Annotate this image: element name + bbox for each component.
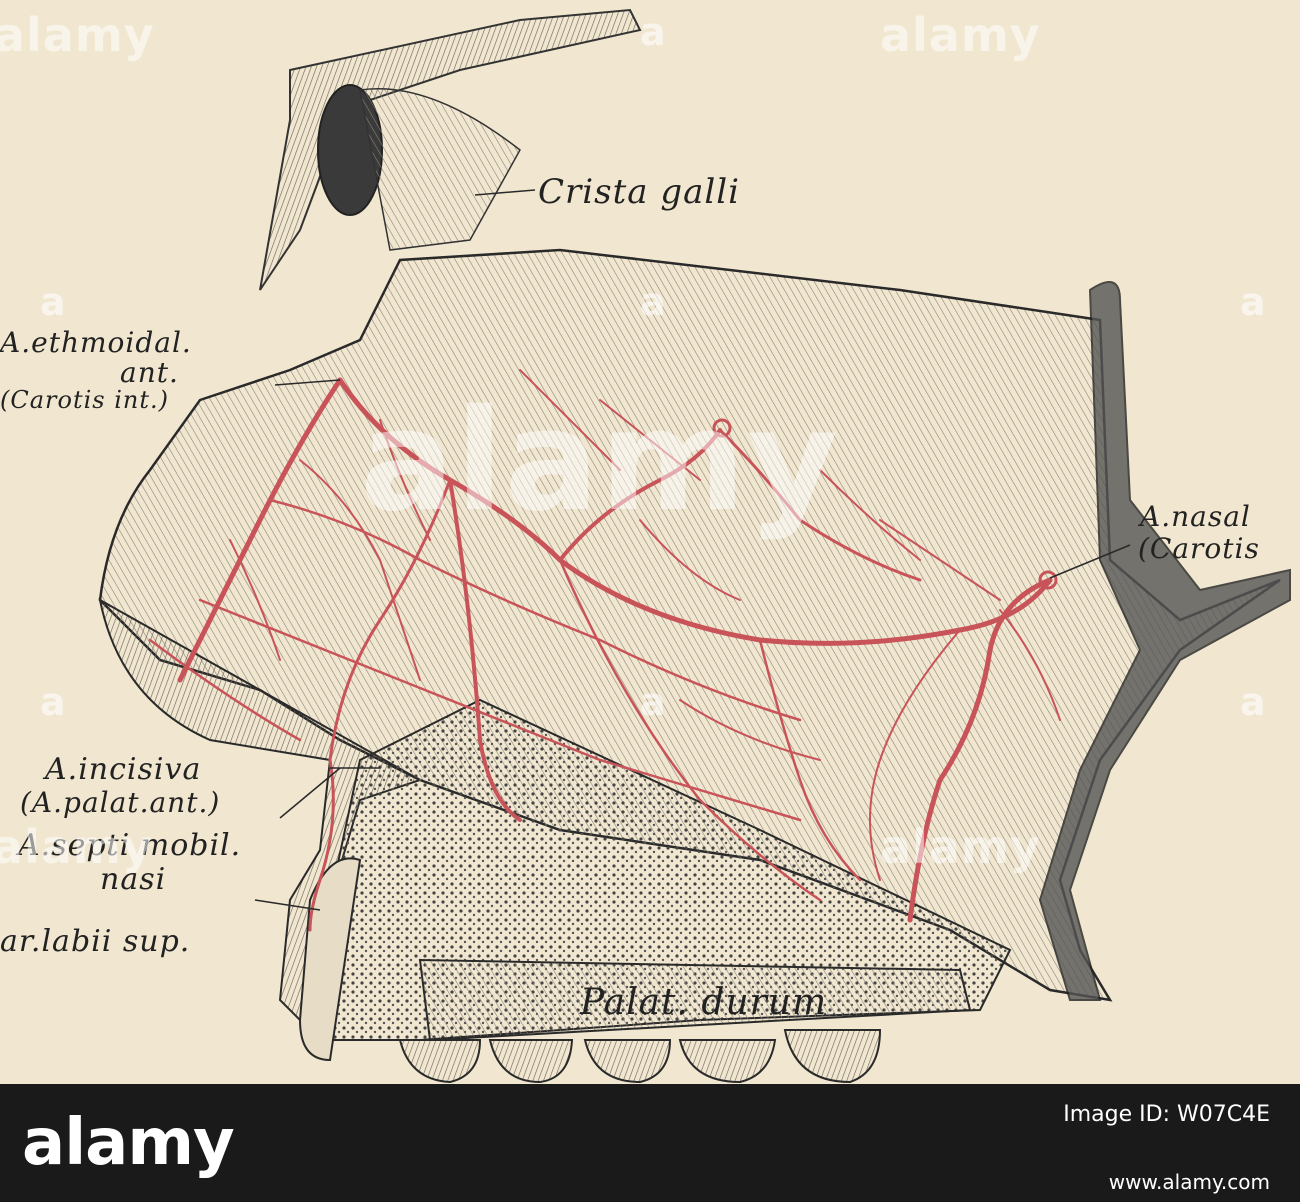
- label-ethmoidal-line3: (Carotis int.): [0, 386, 169, 414]
- leader-lines: [254, 189, 1131, 911]
- anatomical-plate: Crista galli A.ethmoidal. ant. (Carotis …: [0, 8, 1291, 1084]
- label-septi-line1: A.septi mobil.: [18, 828, 242, 863]
- stock-footer-bar: alamy Image ID: W07C4E www.alamy.com: [0, 1084, 1300, 1202]
- label-septi-line2: nasi: [100, 862, 167, 897]
- label-ethmoidal-line1: A.ethmoidal.: [0, 326, 192, 359]
- teeth: [398, 1029, 882, 1084]
- image-id-label: Image ID: W07C4E: [1063, 1102, 1270, 1127]
- label-nasal-line1: A.nasal: [1140, 500, 1251, 533]
- label-nasal-line2: (Carotis: [1138, 532, 1260, 565]
- posterior-edge: [1038, 281, 1291, 1001]
- label-ethmoidal-line2: ant.: [120, 356, 179, 389]
- label-palat-durum: Palat. durum: [580, 982, 828, 1023]
- label-incisiva-line1: A.incisiva: [45, 752, 202, 787]
- nasal-septum-arteries-illustration: [98, 8, 1291, 1084]
- artery-network: [148, 369, 1061, 932]
- site-url: www.alamy.com: [1108, 1170, 1270, 1194]
- label-incisiva-line2: (A.palat.ant.): [20, 786, 221, 819]
- alamy-logo: alamy: [22, 1106, 235, 1180]
- label-labii: ar.labii sup.: [0, 924, 191, 959]
- label-crista-galli: Crista galli: [538, 172, 740, 212]
